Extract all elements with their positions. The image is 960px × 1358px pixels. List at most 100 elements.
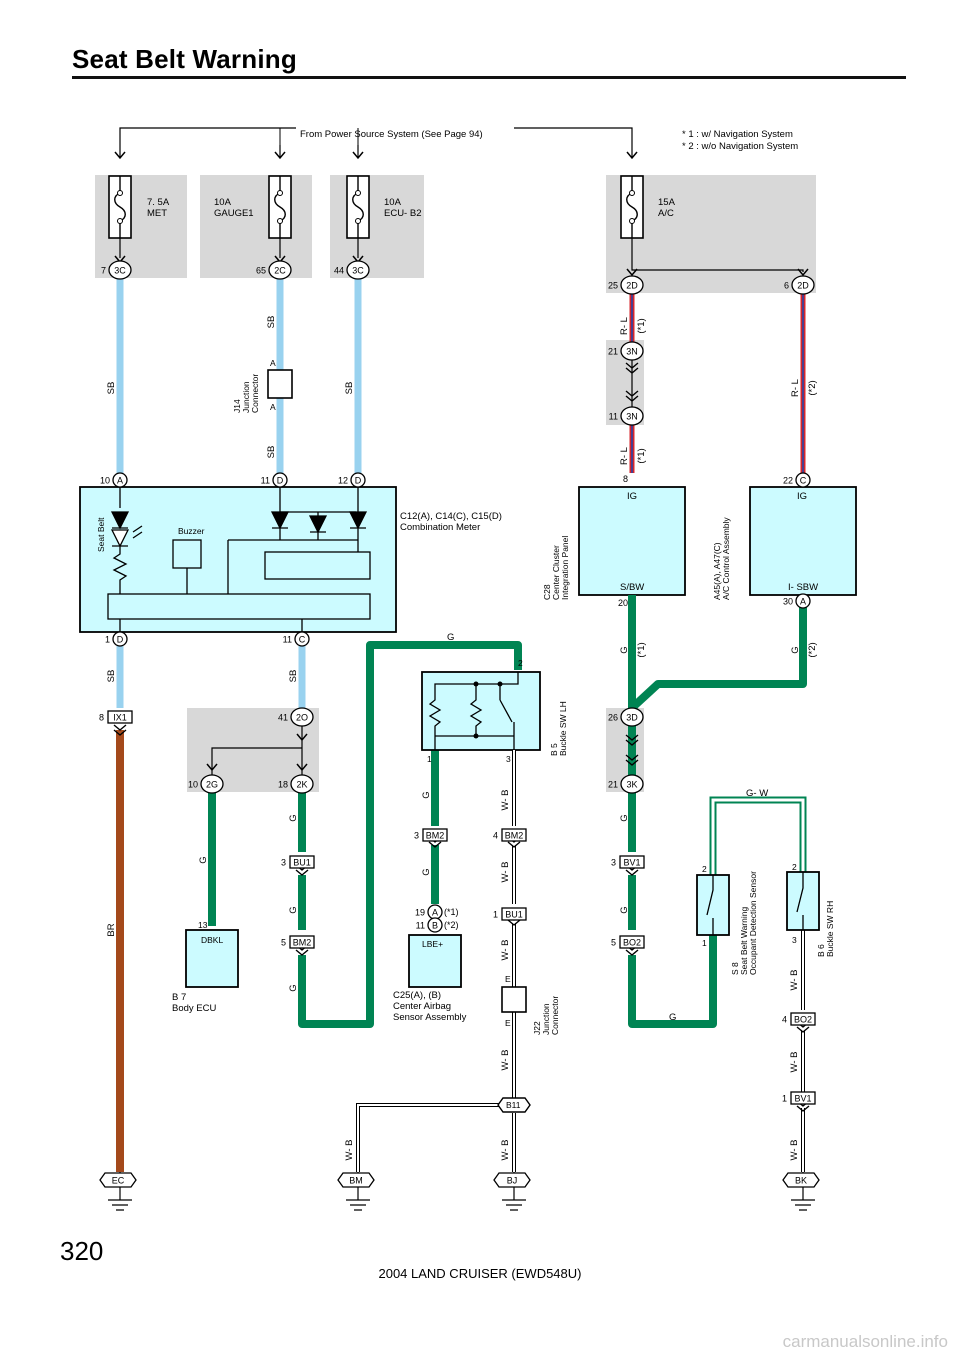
pin-3k-21-number: 21	[608, 780, 618, 790]
body-ecu-terminal: DBKL	[201, 935, 223, 945]
pin-3k-21-badge: 3K	[626, 780, 637, 790]
ground-bm-label: BM	[349, 1176, 363, 1186]
c28-ig-terminal: IG	[627, 491, 637, 502]
j14-pin-a1: A	[270, 358, 276, 368]
meter-ref: C12(A), C14(C), C15(D)	[400, 511, 502, 522]
b5-pin-2: 2	[518, 658, 523, 668]
buzzer-label: Buzzer	[178, 526, 205, 536]
pin-3d-26-number: 26	[608, 713, 618, 723]
pin-meter-d1: D1	[105, 631, 128, 647]
s8-pin-1: 1	[702, 938, 707, 948]
combination-meter	[79, 486, 397, 633]
pin-3n-11-badge: 3N	[626, 412, 638, 422]
c28-pin-20: 20	[618, 598, 628, 608]
ground-bk-symbol	[790, 1199, 816, 1211]
body-ecu-ref: B 7	[172, 992, 186, 1003]
page-number: 320	[60, 1236, 104, 1266]
pin-ac-2d-6-badge: 2D	[797, 281, 809, 291]
b11-label: B11	[506, 1100, 521, 1110]
pin-meter-c11-number: 11	[283, 635, 292, 645]
pin-3n-11-number: 11	[609, 412, 618, 422]
conn-bv1-g-number: 3	[611, 858, 616, 868]
pin-ac-c22-badge: C	[800, 476, 807, 486]
ac-ig-terminal: IG	[797, 491, 807, 502]
j22-ref: J22	[532, 1021, 542, 1035]
conn-bu1-wb-badge: BU1	[505, 910, 523, 920]
wire-label-g-2k: G	[288, 814, 299, 821]
c28-line2: Integration Panel	[560, 536, 570, 600]
wire-label-rl-1-note: (*1)	[636, 318, 647, 333]
conn-ix1-badge: IX1	[113, 713, 127, 723]
pin-gauge-2c-badge: 2C	[274, 266, 286, 276]
b6-ref: B 6	[816, 944, 826, 957]
pin-3n-21-number: 21	[608, 347, 618, 357]
ground-bj: BJ	[493, 1172, 531, 1188]
wire-label-g-bv1: G	[619, 906, 630, 913]
ac-name: A/C Control Assembly	[721, 517, 731, 600]
pin-3k-21: 3K 21	[608, 774, 644, 794]
fuse-ac-name: A/C	[658, 208, 674, 219]
conn-bo2-wb-badge: BO2	[794, 1015, 812, 1025]
b6-pin-3: 3	[792, 935, 797, 945]
wire-label-g-bu1: G	[288, 906, 299, 913]
wire-label-rl-2-note: (*1)	[636, 448, 647, 463]
pin-airbag-b11-badge: B	[432, 921, 438, 931]
wire-label-g-2g: G	[198, 856, 209, 863]
j22-pin-e1: E	[505, 974, 511, 984]
w-b-wires	[356, 750, 805, 1172]
b11-splice	[497, 1097, 531, 1113]
fuse-ecu-rating: 10A	[384, 197, 402, 208]
wire-label-sb-j14-bot: SB	[266, 446, 277, 459]
wire-label-g-3k: G	[619, 814, 630, 821]
pin-ac-a30-number: 30	[783, 597, 793, 607]
pin-meter-a10: A10	[100, 472, 128, 488]
ground-bk: BK	[782, 1172, 820, 1188]
wire-label-sb-2o: SB	[288, 670, 299, 683]
wire-label-g-bm2: G	[288, 984, 299, 991]
pin-meter-c11: C 11	[283, 631, 310, 647]
b5-pin-3: 3	[506, 754, 511, 764]
pin-2g-10-badge: 2G	[206, 780, 218, 790]
ground-bj-label: BJ	[507, 1176, 518, 1186]
pin-met-3c-number: 7	[101, 266, 106, 276]
pin-ac-c22-number: 22	[783, 476, 793, 486]
pin-2o-41-badge: 2O	[296, 713, 308, 723]
conn-bv1-wb-number: 1	[782, 1094, 787, 1104]
power-feed-line	[119, 127, 633, 145]
wire-label-rl-2: R- L	[619, 447, 630, 465]
wire-label-sb-ix1: SB	[106, 670, 117, 683]
wire-label-g-b5b: G	[421, 868, 432, 875]
fuse-ac-rating: 15A	[658, 197, 676, 208]
fuse-met-name: MET	[147, 208, 167, 219]
conn-bo2-g-badge: BO2	[623, 938, 641, 948]
airbag-terminal: LBE+	[422, 939, 443, 949]
fuse-gauge-rating: 10A	[214, 197, 232, 208]
conn-bm2-3-number: 3	[414, 831, 419, 841]
jb-region-ecu	[330, 175, 424, 278]
j14-line1: Junction	[241, 381, 251, 413]
ac-sbw-terminal: I- SBW	[788, 582, 818, 593]
ground-ec-symbol	[107, 1199, 133, 1211]
airbag-ref: C25(A), (B)	[393, 990, 441, 1001]
jb-region-gauge	[200, 175, 312, 278]
pin-airbag-a19-number: 19	[415, 908, 425, 918]
pin-ac-c22: C 22	[783, 472, 811, 488]
fuse-ecu-b2	[346, 175, 370, 239]
airbag-ann-1: (*1)	[444, 907, 459, 917]
fuse-gauge1	[268, 175, 292, 239]
conn-bu1-g-badge: BU1	[293, 858, 311, 868]
sb-wires	[116, 277, 362, 708]
wire-label-wb-4: W- B	[500, 1050, 511, 1071]
power-source-note: From Power Source System (See Page 94)	[300, 129, 483, 140]
document-reference: 2004 LAND CRUISER (EWD548U)	[378, 1266, 582, 1281]
body-ecu-name: Body ECU	[172, 1003, 216, 1014]
pin-meter-c11-badge: C	[299, 635, 306, 645]
